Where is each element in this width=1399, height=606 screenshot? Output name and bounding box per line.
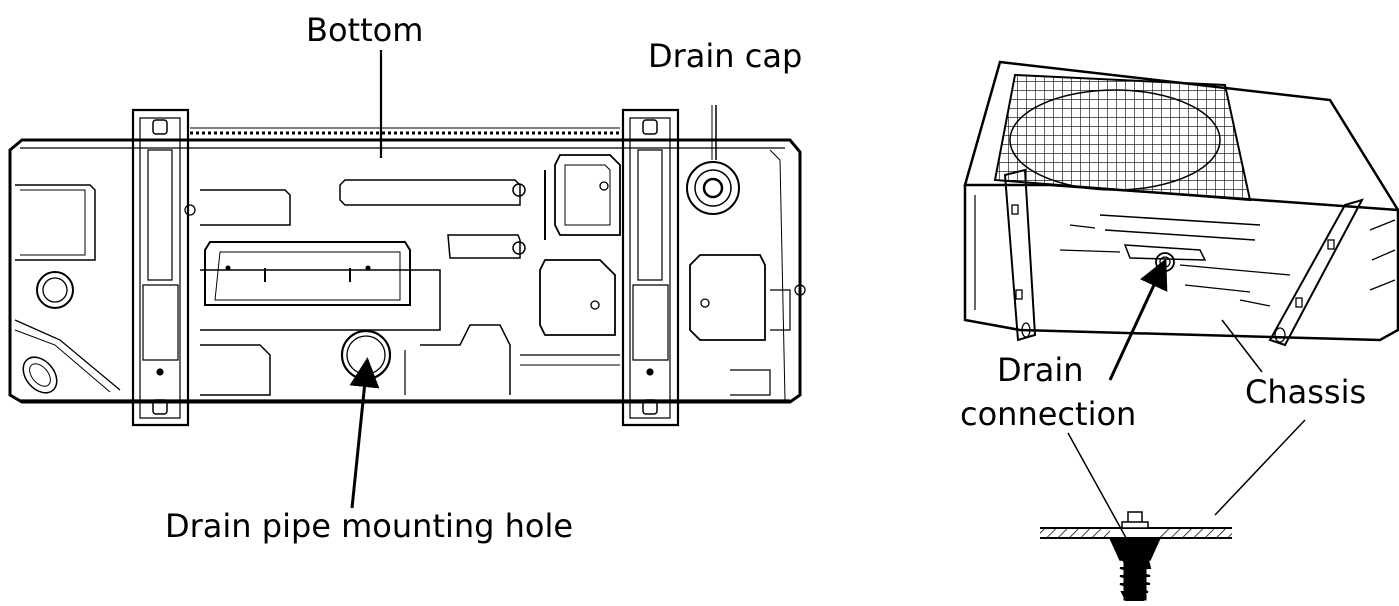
chassis-leader-line (1221, 319, 1263, 373)
unit-bottom-view (8, 105, 806, 427)
drain-connection-label-line2: connection (960, 395, 1137, 433)
right-bracket (621, 108, 680, 427)
chassis-detail-leader (1214, 419, 1306, 516)
leader-lines-left (349, 50, 383, 509)
drain-connection-detail (1040, 511, 1232, 601)
bottom-label: Bottom (306, 11, 424, 49)
drain-pipe-arrow (349, 357, 380, 509)
unit-perspective-view (963, 60, 1399, 347)
drain-connection-arrow (1108, 258, 1168, 381)
drain-pipe-mounting-hole-label: Drain pipe mounting hole (165, 507, 574, 545)
chassis-label: Chassis (1245, 373, 1367, 411)
left-bracket (131, 108, 190, 427)
drain-cap-label: Drain cap (648, 37, 803, 75)
leader-lines-right (1067, 258, 1306, 546)
drain-connection-label-line1: Drain (997, 351, 1084, 389)
drain-connection-detail-leader (1067, 432, 1131, 546)
